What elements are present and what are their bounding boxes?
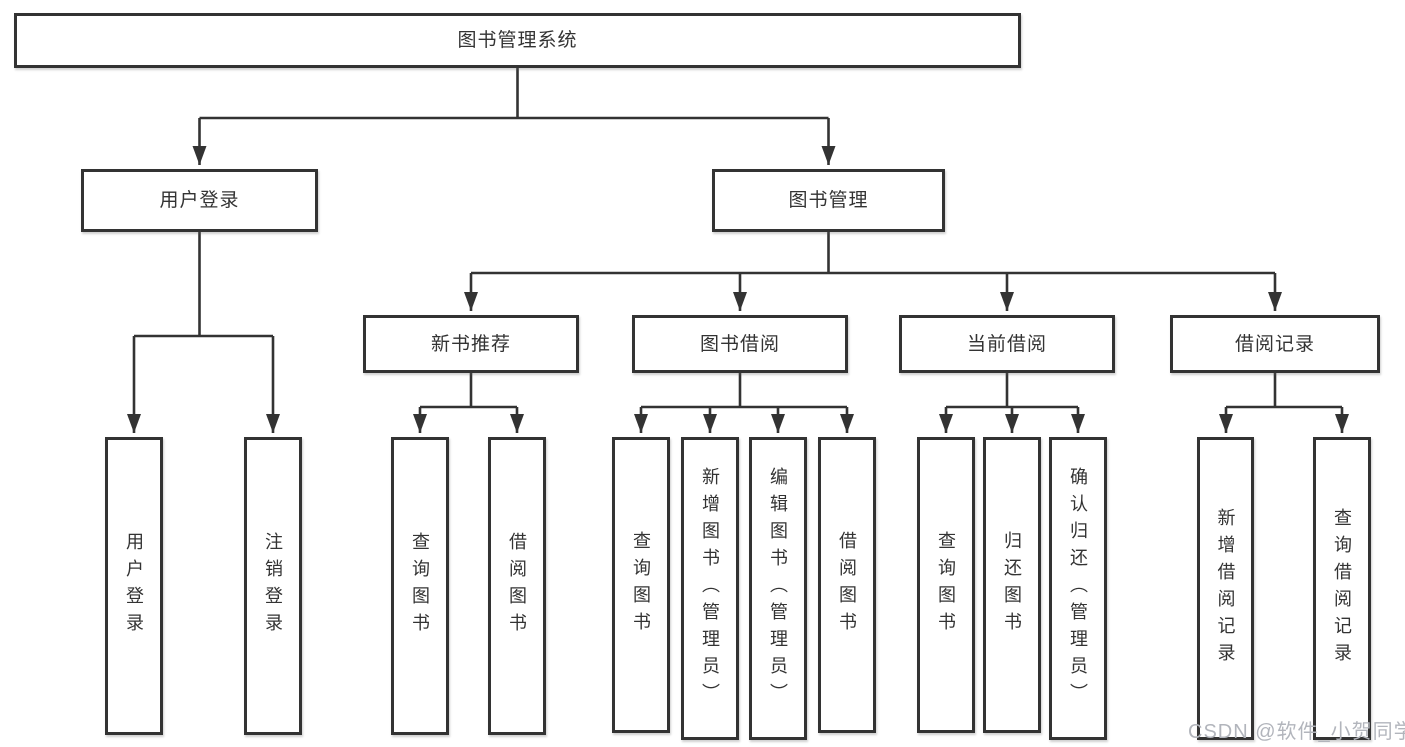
node-user-login-label: 用户登录	[159, 190, 240, 211]
node-borrow-records: 借阅记录	[1170, 315, 1380, 373]
leaf-query-books-recommend-label: 查询图书	[410, 532, 430, 640]
node-book-borrow-label: 图书借阅	[699, 333, 780, 355]
leaf-query-books-borrow-label: 查询图书	[631, 531, 651, 639]
leaf-return-books-label: 归还图书	[1002, 531, 1022, 639]
leaf-query-books-borrow: 查询图书	[612, 437, 670, 733]
node-user-login: 用户登录	[81, 169, 318, 232]
node-root: 图书管理系统	[14, 13, 1021, 68]
leaf-query-books-current: 查询图书	[917, 437, 975, 733]
node-current-borrow-label: 当前借阅	[966, 333, 1047, 355]
leaf-return-books: 归还图书	[983, 437, 1041, 733]
node-book-management: 图书管理	[712, 169, 945, 232]
node-borrow-records-label: 借阅记录	[1234, 333, 1315, 355]
leaf-add-borrow-record-label: 新增借阅记录	[1215, 507, 1236, 670]
leaf-add-books-admin-label: 新增图书（管理员）	[700, 467, 720, 710]
leaf-query-borrow-record-label: 查询借阅记录	[1332, 507, 1352, 670]
leaf-user-login-label: 用户登录	[124, 532, 144, 640]
leaf-query-borrow-record: 查询借阅记录	[1313, 437, 1371, 740]
watermark: CSDN @软件_小贺同学	[1188, 721, 1405, 743]
leaf-borrow-books-label: 借阅图书	[837, 531, 857, 639]
leaf-add-books-admin: 新增图书（管理员）	[681, 437, 739, 740]
node-new-book-recommend: 新书推荐	[363, 315, 579, 373]
leaf-logout-label: 注销登录	[263, 532, 283, 640]
node-new-book-recommend-label: 新书推荐	[430, 333, 511, 355]
node-current-borrow: 当前借阅	[899, 315, 1115, 373]
node-book-management-label: 图书管理	[788, 190, 869, 211]
leaf-confirm-return-admin: 确认归还（管理员）	[1049, 437, 1107, 740]
leaf-borrow-books: 借阅图书	[818, 437, 876, 733]
leaf-confirm-return-admin-label: 确认归还（管理员）	[1068, 467, 1088, 710]
leaf-query-books-recommend: 查询图书	[391, 437, 449, 735]
leaf-add-borrow-record: 新增借阅记录	[1197, 437, 1254, 740]
leaf-edit-books-admin: 编辑图书（管理员）	[749, 437, 807, 740]
leaf-logout: 注销登录	[244, 437, 302, 735]
leaf-user-login: 用户登录	[105, 437, 163, 735]
leaf-query-books-current-label: 查询图书	[936, 531, 956, 639]
leaf-edit-books-admin-label: 编辑图书（管理员）	[768, 467, 788, 710]
leaf-borrow-books-recommend-label: 借阅图书	[507, 532, 527, 640]
node-root-label: 图书管理系统	[457, 30, 578, 51]
node-book-borrow: 图书借阅	[632, 315, 848, 373]
leaf-borrow-books-recommend: 借阅图书	[488, 437, 546, 735]
